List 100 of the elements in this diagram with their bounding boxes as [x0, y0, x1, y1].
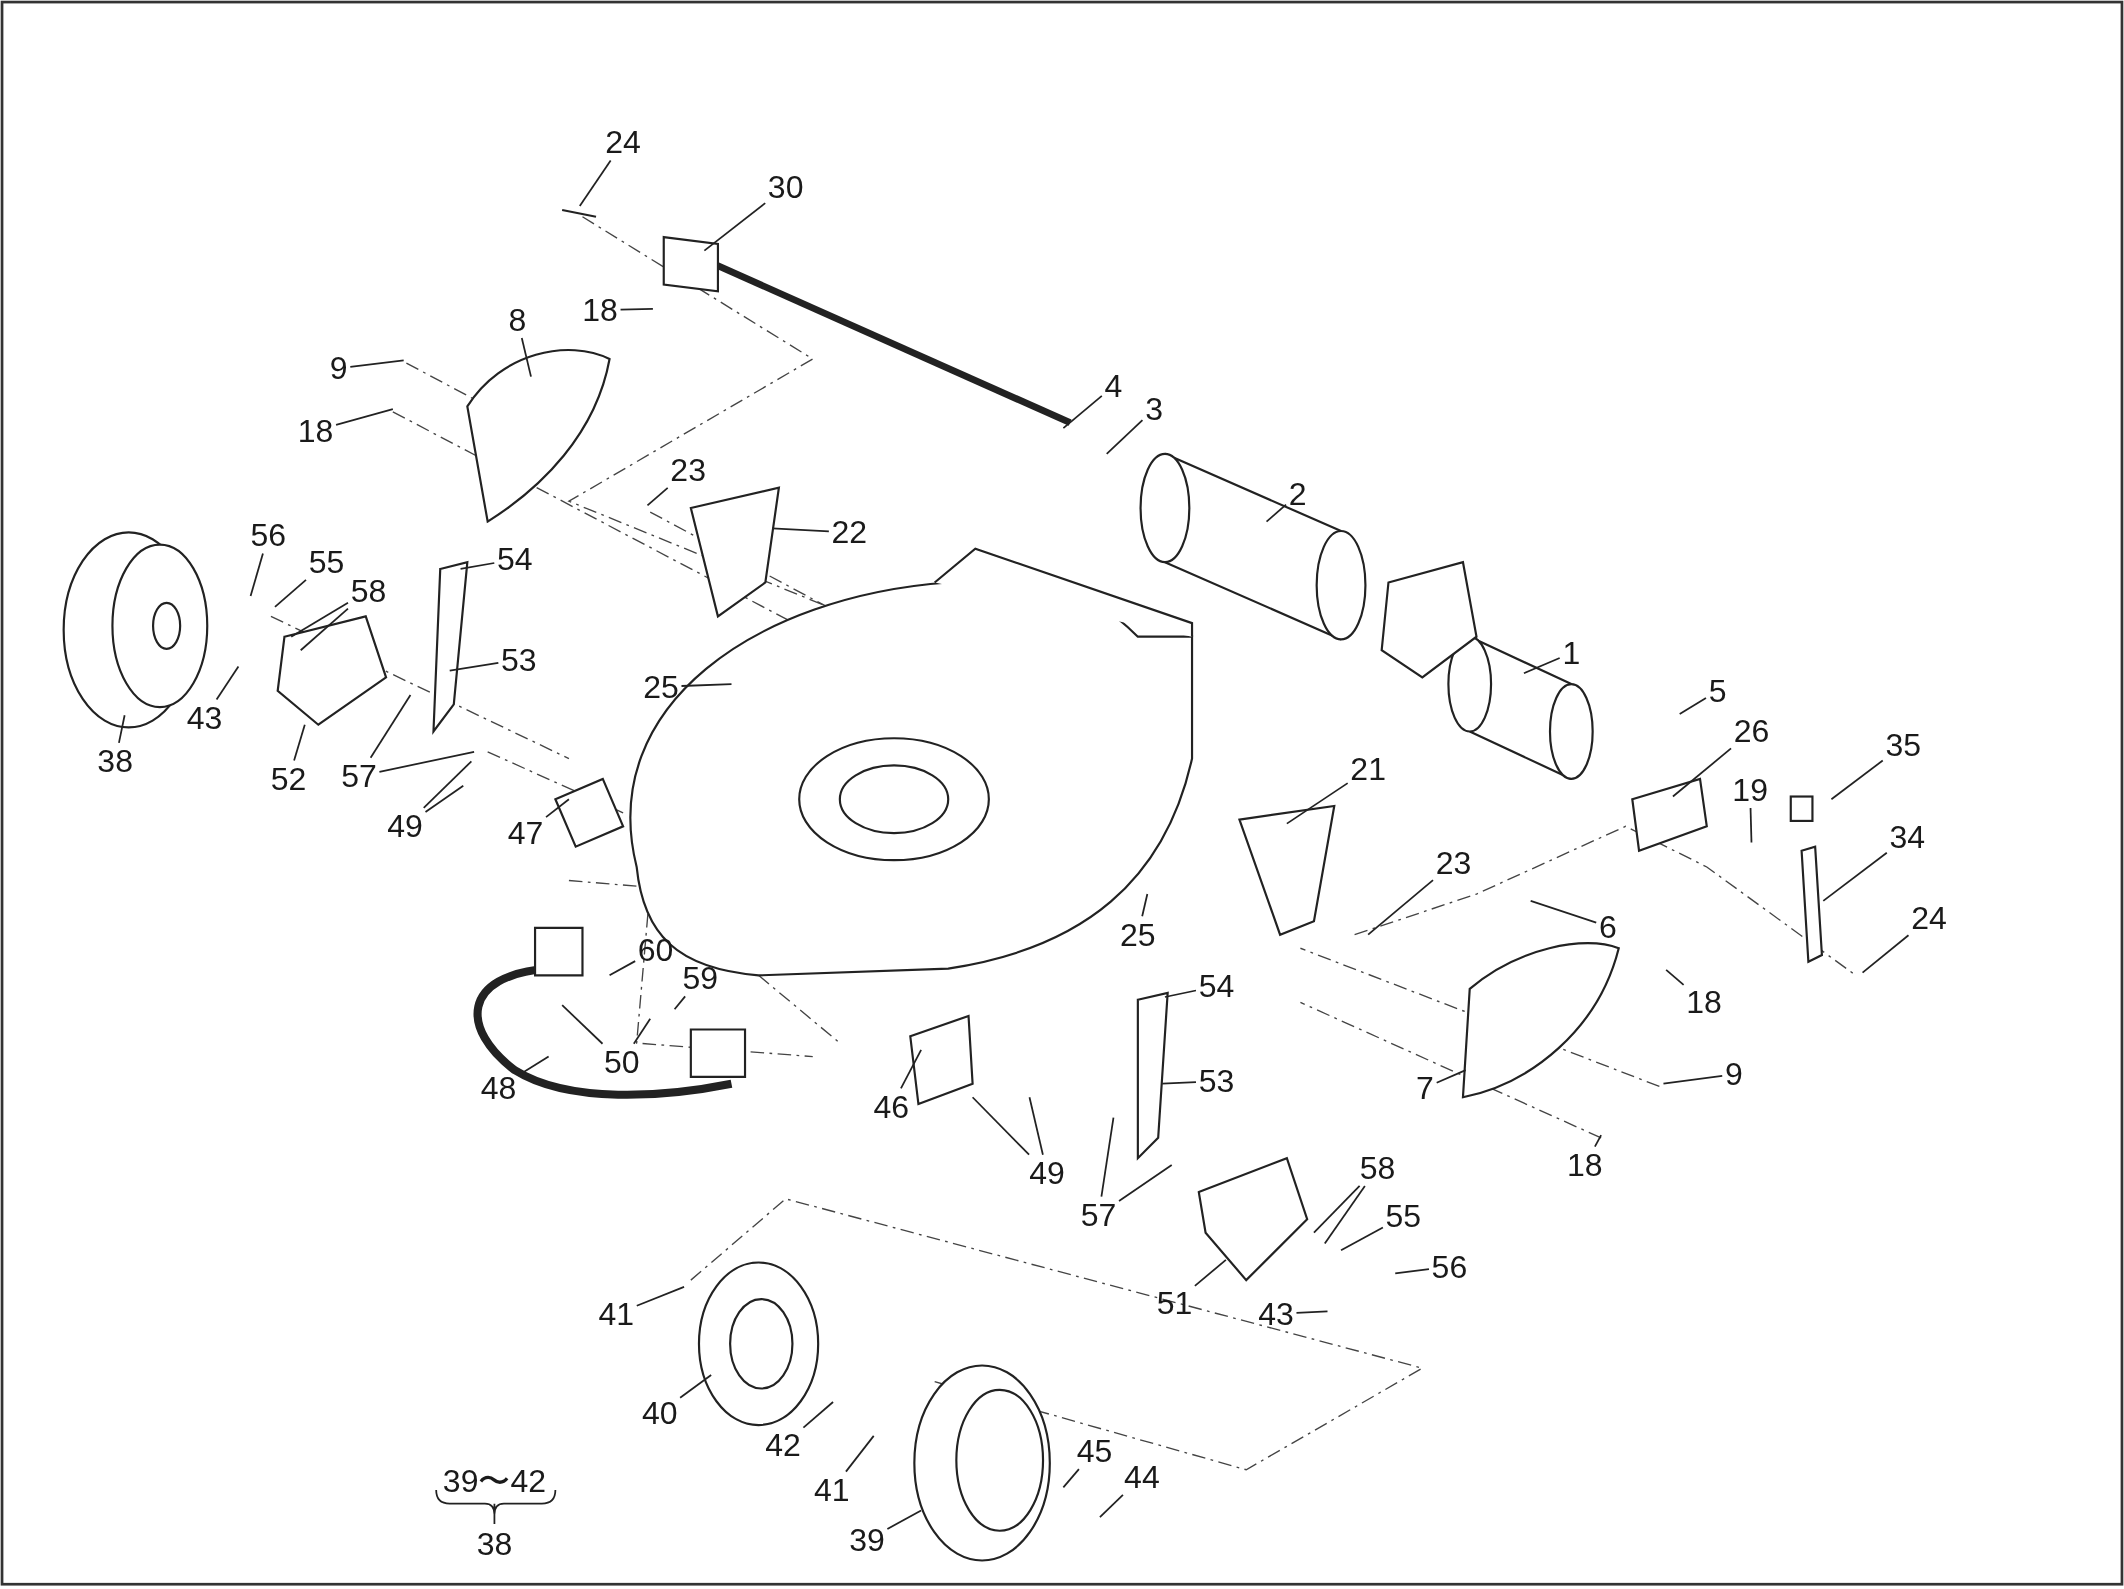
- leader-line: [1367, 879, 1434, 936]
- leader-line: [673, 995, 687, 1011]
- leader-line: [349, 359, 405, 368]
- callout-number: 44: [1124, 1459, 1160, 1494]
- callout-number: 8: [508, 302, 527, 337]
- callout-number: 52: [270, 761, 307, 796]
- callout-number: 59: [682, 961, 719, 995]
- leader-line: [545, 798, 570, 818]
- callout-number: 58: [1359, 1150, 1396, 1185]
- leader-line: [619, 308, 654, 311]
- leader-line: [802, 1401, 834, 1429]
- leader-line: [561, 1004, 604, 1045]
- leader-line: [1394, 1268, 1430, 1275]
- leader-line: [1313, 1185, 1361, 1234]
- leader-line: [845, 1435, 875, 1473]
- callout-number: 55: [308, 545, 345, 580]
- callout-number: 43: [1258, 1296, 1294, 1331]
- callout-number: 23: [670, 453, 706, 488]
- callout-number: 56: [250, 518, 286, 553]
- callout-number: 5: [1708, 673, 1727, 708]
- callout-number: 57: [1080, 1198, 1117, 1233]
- callout-number: 43: [186, 700, 223, 735]
- callout-number: 40: [641, 1395, 678, 1430]
- leader-line: [1662, 1074, 1724, 1085]
- callout-number: 39: [849, 1523, 885, 1558]
- callout-number: 42: [765, 1428, 801, 1463]
- callout-number: 53: [1198, 1063, 1235, 1098]
- leader-line: [1523, 657, 1561, 675]
- callout-number: 25: [1120, 917, 1156, 952]
- leader-line: [1830, 759, 1884, 801]
- callout-number: 45: [1076, 1433, 1113, 1468]
- callout-number: 19: [1732, 772, 1768, 807]
- leader-line: [1678, 697, 1707, 715]
- leader-line: [335, 408, 394, 426]
- leader-line: [1118, 1164, 1173, 1202]
- leader-line: [1861, 934, 1910, 974]
- callout-number: 4: [1104, 369, 1123, 404]
- callout-number: 54: [1198, 969, 1235, 1004]
- callout-number: 58: [350, 573, 387, 608]
- leader-line: [1141, 893, 1149, 918]
- leader-line: [299, 607, 349, 652]
- callout-number: 35: [1885, 728, 1921, 762]
- callout-number: 46: [873, 1089, 910, 1124]
- callout-number: 41: [813, 1473, 850, 1508]
- callout-number: 6: [1599, 909, 1617, 944]
- leader-line: [608, 960, 637, 977]
- leader-line: [635, 1286, 685, 1307]
- callout-number: 56: [1431, 1249, 1468, 1284]
- leader-line: [1062, 394, 1103, 429]
- leader-line: [1529, 899, 1598, 924]
- leader-line: [378, 750, 475, 773]
- leader-line: [369, 694, 412, 759]
- leader-line: [703, 202, 767, 252]
- callout-number: 49: [1029, 1156, 1065, 1191]
- leader-line: [646, 486, 669, 507]
- leader-line: [1295, 1310, 1329, 1314]
- leader-line: [249, 552, 264, 597]
- callout-number: 25: [643, 669, 679, 704]
- callout-number: 34: [1889, 820, 1926, 855]
- leader-line: [1028, 1096, 1044, 1156]
- callout-number: 24: [1911, 901, 1947, 936]
- leader-line: [1194, 1258, 1227, 1287]
- callout-number: 38: [476, 1527, 513, 1562]
- leader-line: [1062, 1468, 1080, 1489]
- callout-number: 21: [1350, 752, 1386, 787]
- leader-line: [771, 527, 830, 533]
- leader-line: [1594, 1134, 1602, 1148]
- leader-line: [422, 760, 473, 809]
- leader-line: [215, 665, 240, 701]
- callout-number: 48: [480, 1070, 517, 1105]
- callout-number: 22: [831, 515, 868, 550]
- callout-number: 3: [1145, 392, 1163, 427]
- callout-number: 50: [603, 1045, 640, 1079]
- leader-line: [1340, 1226, 1384, 1252]
- callout-number: 7: [1416, 1070, 1434, 1105]
- callout-number: 38: [97, 744, 133, 779]
- leader-line: [900, 1048, 922, 1090]
- callout-number: 18: [297, 413, 334, 448]
- callout-number: 9: [329, 351, 348, 386]
- callout-number: 18: [1686, 985, 1722, 1020]
- callout-number: 2: [1288, 477, 1307, 512]
- leader-line: [293, 723, 306, 762]
- leader-line: [971, 1096, 1030, 1156]
- callout-number: 18: [1567, 1147, 1603, 1182]
- callout-number: 24: [605, 125, 641, 160]
- leader-line: [1161, 1081, 1197, 1085]
- callout-number: 18: [582, 293, 618, 328]
- callout-number: 41: [598, 1296, 635, 1331]
- leader-line: [1265, 503, 1287, 523]
- callout-number: 23: [1435, 845, 1472, 880]
- leader-line: [424, 784, 465, 813]
- leader-line: [118, 714, 126, 744]
- callout-number: 39〜42: [442, 1463, 546, 1498]
- leader-line: [1749, 807, 1753, 844]
- leader-line: [1100, 1116, 1115, 1198]
- leader-line: [632, 1017, 652, 1045]
- callout-number: 51: [1156, 1286, 1193, 1321]
- leader-line: [459, 562, 496, 570]
- leader-line: [1323, 1185, 1366, 1245]
- callout-number: 57: [341, 759, 377, 794]
